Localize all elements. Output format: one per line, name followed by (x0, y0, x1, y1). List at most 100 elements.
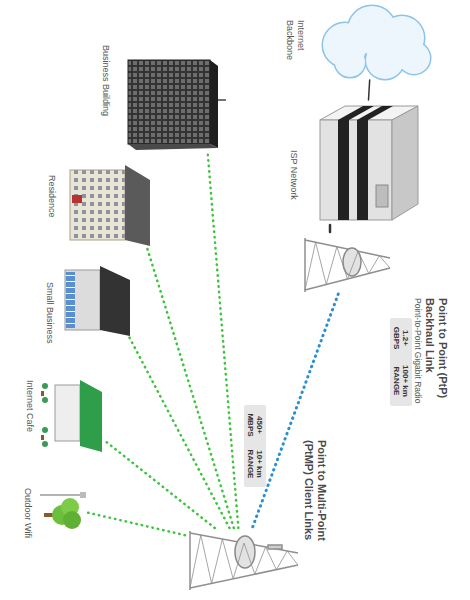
isp-building-part (320, 120, 392, 220)
internet-cafe-part (80, 380, 102, 452)
small-business-shop-part (66, 272, 75, 328)
backhaul-tower-part (337, 247, 348, 279)
backhaul-tower-part (369, 256, 380, 274)
isp-building-part (357, 120, 368, 220)
cloud-node: Internet Backbone (318, 5, 433, 80)
wireless-link (207, 150, 238, 528)
client-tower-part (212, 539, 223, 583)
internet-cafe-part (41, 391, 44, 396)
client-tower (190, 531, 298, 590)
link-subtitle: Point-to-Point Gigabit Radio (412, 298, 423, 426)
backhaul-tower-part (326, 247, 337, 285)
link-spec: 1.2+ GBPS (390, 318, 412, 358)
cable-line (329, 225, 332, 232)
node-caption: Point to Point (PtP) Backhaul LinkPoint-… (412, 298, 449, 426)
client-building: Residence (62, 160, 152, 248)
node-caption: Point to Multi-Point (PtMP) Client Links (302, 440, 328, 560)
residence-house-part (72, 195, 82, 203)
node-caption: Residence (46, 175, 57, 255)
isp-building-part (392, 106, 418, 220)
outdoor-tree-part (40, 494, 84, 496)
internet-cafe-part (42, 397, 48, 403)
node-caption: Internet Cafe (24, 380, 35, 460)
node-caption: ISP Network (288, 150, 299, 210)
link-spec: 450+ MBPS (244, 405, 266, 445)
client-tower-part (190, 535, 201, 588)
internet-cafe-part (42, 441, 48, 447)
client-building: Business Building (118, 50, 218, 150)
isp-building-part (376, 185, 388, 207)
client-tower-part (255, 547, 266, 574)
internet-cafe-part (42, 383, 48, 389)
isp-building-part (338, 120, 349, 220)
small-business-shop-part (100, 266, 130, 336)
isp-building-part (357, 106, 393, 120)
link-heading: Point to Multi-Point (PtMP) Client Links (302, 440, 328, 560)
node-label: Internet Backbone (284, 20, 306, 72)
client-tower-part (276, 551, 287, 570)
internet-cafe (41, 380, 102, 452)
business-building-part (218, 99, 226, 101)
isp-building (320, 106, 418, 220)
small-business-shop-part (65, 270, 100, 330)
isp-node: ISP Network (308, 100, 423, 225)
node-caption: Internet Backbone (284, 20, 306, 72)
outdoor-tree (40, 492, 86, 529)
residence-house (70, 165, 150, 246)
backhaul-tower (305, 238, 390, 292)
internet-cafe-part (42, 427, 48, 433)
internet-cloud (323, 6, 430, 79)
business-building-part (210, 60, 218, 148)
client-tower-part (287, 551, 298, 565)
link-spec: 10+ km RANGE (244, 441, 266, 487)
residence-house-part (70, 170, 125, 240)
node-label: Residence (46, 175, 57, 255)
client-tower-part (222, 539, 233, 579)
client-tower-part (244, 543, 255, 574)
link-spec: 100+ km RANGE (390, 356, 412, 406)
node-label: Outdoor Wifi (22, 488, 33, 568)
node-caption: Small Business (44, 282, 55, 362)
node-caption: Outdoor Wifi (22, 488, 33, 568)
residence-house-part (125, 165, 150, 246)
node-label: ISP Network (288, 150, 299, 210)
client-tower-part (233, 543, 244, 579)
backhaul-tower-node: Point to Point (PtP) Backhaul LinkPoint-… (300, 232, 395, 294)
backhaul-tower-part (305, 242, 316, 290)
internet-cafe-part (41, 435, 44, 440)
internet-cloud-part (323, 6, 430, 79)
node-label: Small Business (44, 282, 55, 362)
node-label: Internet Cafe (24, 380, 35, 460)
client-tower-part (189, 531, 191, 590)
backhaul-tower-part (379, 256, 390, 268)
client-tower-node: Point to Multi-Point (PtMP) Client Links (185, 528, 300, 590)
business-building (128, 60, 226, 150)
wireless-link (147, 248, 234, 528)
backhaul-tower-part (348, 251, 359, 279)
client-tower-part (266, 547, 277, 570)
internet-cloud-part (323, 6, 430, 79)
client-site: Outdoor Wifi (36, 488, 88, 530)
wireless-link (106, 442, 215, 528)
outdoor-tree-part (80, 492, 86, 498)
backhaul-tower-part (358, 251, 369, 273)
backhaul-tower-part (316, 242, 327, 284)
link-heading: Point to Point (PtP) Backhaul Link (423, 298, 449, 426)
node-caption: Business Building (100, 45, 111, 145)
backhaul-tower-part (304, 238, 306, 292)
internet-cafe-part (55, 385, 80, 441)
wireless-link (88, 513, 185, 536)
client-building: Small Business (58, 262, 133, 337)
outdoor-tree-part (63, 511, 81, 529)
node-label: Business Building (100, 45, 111, 145)
business-building-part (128, 144, 218, 150)
business-building-part (128, 60, 210, 144)
client-building: Internet Cafe (38, 375, 106, 455)
client-tower-part (201, 535, 212, 583)
cable-line (369, 80, 370, 100)
client-tower-part (268, 545, 282, 549)
small-business-shop (65, 266, 130, 336)
